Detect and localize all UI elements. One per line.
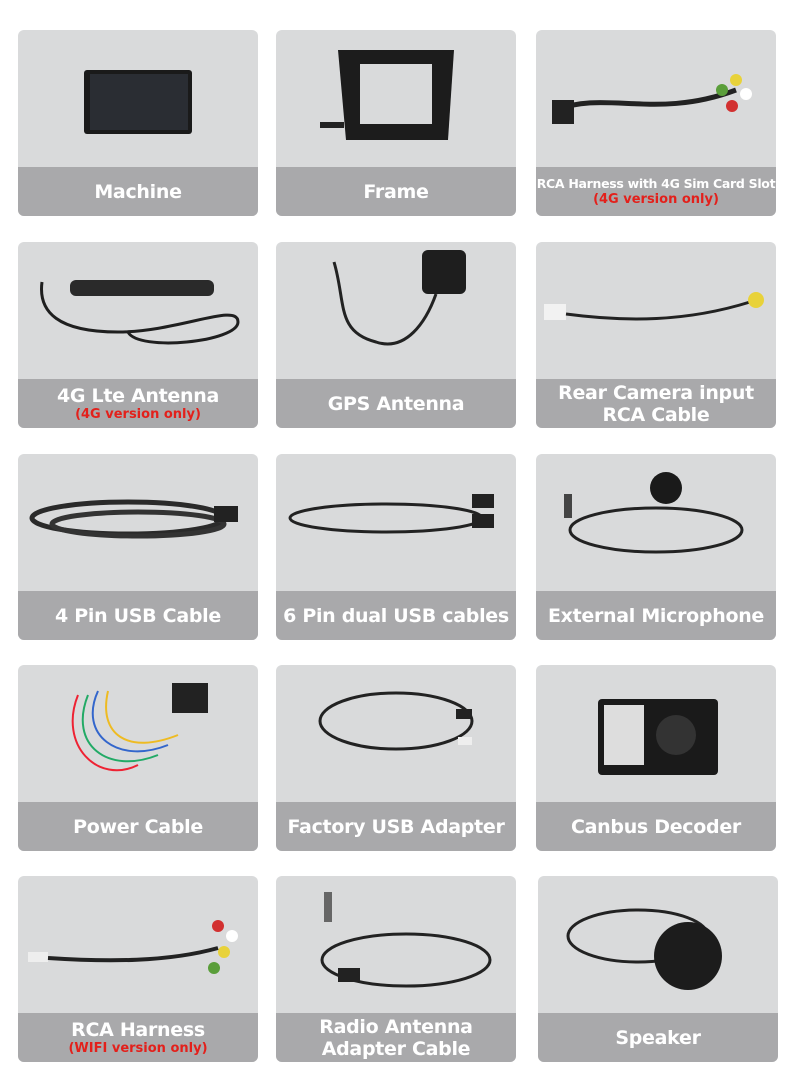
factory-usb-image [318,691,474,751]
item-rca-harness-4g: RCA Harness with 4G Sim Card Slot(4G ver… [536,30,776,216]
item-machine: Machine [18,30,258,216]
item-canbus-decoder: Canbus Decoder [536,665,776,851]
power-cable-image [71,683,208,772]
item-title: Rear Camera input RCA Cable [558,381,754,426]
item-title: 4 Pin USB Cable [55,604,221,627]
item-title: External Microphone [547,604,765,627]
usb-cable-image [29,499,238,539]
rca-harness-image [552,74,752,124]
gps-image [332,250,466,346]
radio-antenna-image [320,892,492,988]
item-title: RCA Harness with 4G Sim Card Slot [536,176,776,191]
item-rear-camera-cable: Rear Camera input RCA Cable [536,242,776,428]
antenna-image [40,280,240,345]
item-title: Radio Antenna Adapter Cable [319,1015,473,1060]
rear-camera-image [544,292,764,321]
item-speaker: Speaker [538,876,778,1062]
item-title: Frame [363,180,429,203]
item-note: (4G version only) [593,192,719,207]
item-gps-antenna: GPS Antenna [276,242,516,428]
microphone-image [564,472,744,554]
item-4-pin-usb-cable: 4 Pin USB Cable [18,454,258,640]
item-frame: Frame [276,30,516,216]
rca-harness-wifi-image [28,920,238,974]
item-note: (WIFI version only) [68,1041,208,1056]
machine-image [84,70,192,134]
dual-usb-image [288,494,494,534]
item-rca-harness-wifi: RCA Harness(WIFI version only) [18,876,258,1062]
item-title: 6 Pin dual USB cables [283,604,509,627]
item-title: 4G Lte Antenna [57,385,219,407]
item-factory-usb-adapter: Factory USB Adapter [276,665,516,851]
frame-image [320,50,454,140]
item-power-cable: Power Cable [18,665,258,851]
item-title: Factory USB Adapter [287,815,505,838]
item-title: Canbus Decoder [571,815,741,838]
canbus-image [598,699,718,775]
speaker-image [566,908,722,990]
item-4g-lte-antenna: 4G Lte Antenna(4G version only) [18,242,258,428]
item-6-pin-dual-usb: 6 Pin dual USB cables [276,454,516,640]
item-radio-antenna-adapter: Radio Antenna Adapter Cable [276,876,516,1062]
item-title: RCA Harness [71,1019,205,1041]
item-title: Machine [94,180,182,203]
item-title: GPS Antenna [327,392,465,415]
item-external-microphone: External Microphone [536,454,776,640]
item-note: (4G version only) [75,407,201,422]
item-title: Speaker [615,1026,701,1049]
item-title: Power Cable [73,815,203,838]
